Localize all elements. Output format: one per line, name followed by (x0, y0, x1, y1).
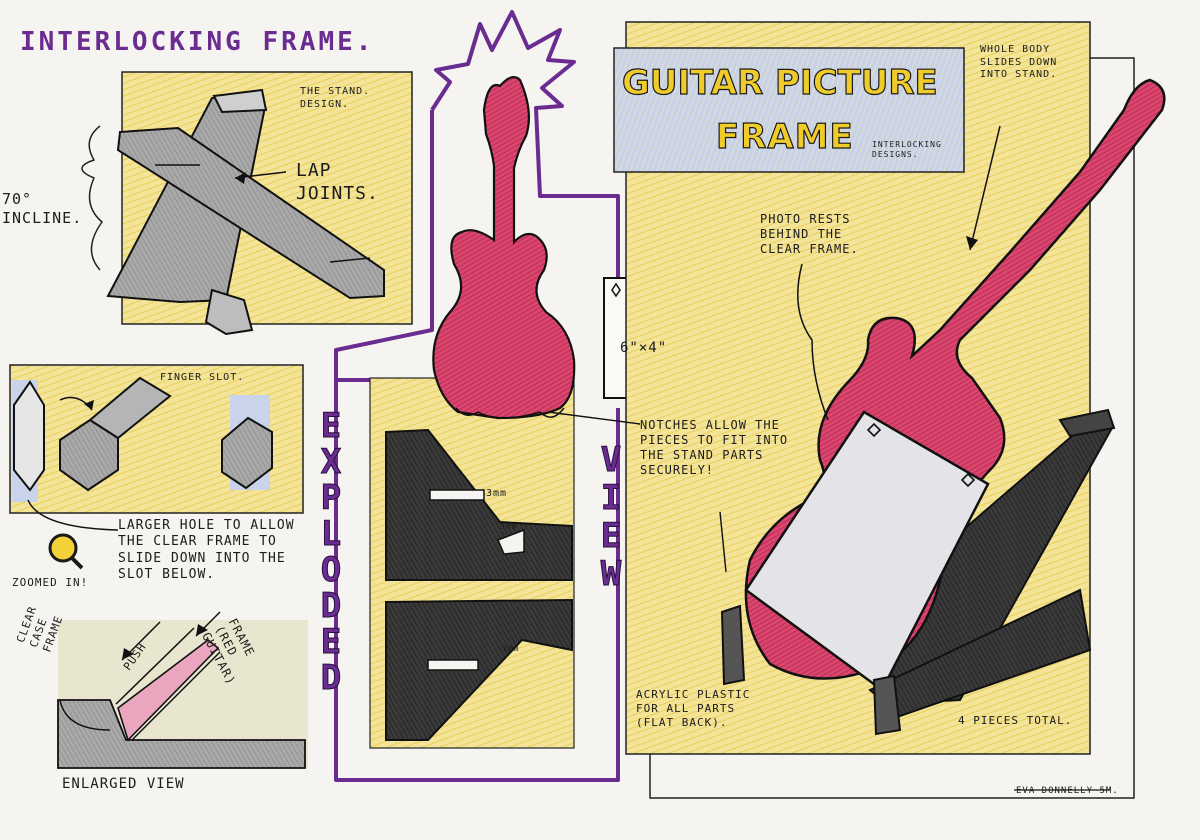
title-card-line1: GUITAR PICTURE (621, 62, 938, 103)
enlarged-view-panel (57, 611, 308, 769)
view-word: VIEW (591, 440, 632, 593)
dim-3mm-notch: 3mm (500, 522, 518, 531)
finger-slot-label: FINGER SLOT. (160, 372, 245, 383)
exploded-border (334, 10, 620, 782)
notches-note: NOTCHES ALLOW THE PIECES TO FIT INTO THE… (640, 418, 789, 477)
title-card-subtitle: INTERLOCKING DESIGNS. (872, 140, 942, 159)
acrylic-note: ACRYLIC PLASTIC FOR ALL PARTS (FLAT BACK… (636, 688, 751, 729)
stand-design-panel (81, 71, 413, 336)
author-signature: EVA DONNELLY 5M. (1016, 786, 1119, 796)
guitar-cutout (432, 76, 576, 420)
photo-rests-note: PHOTO RESTS BEHIND THE CLEAR FRAME. (760, 212, 859, 256)
incline-label: 70° INCLINE. (2, 190, 83, 227)
zoomed-in-label: ZOOMED IN! (12, 576, 89, 589)
larger-hole-note: LARGER HOLE TO ALLOW THE CLEAR FRAME TO … (118, 518, 295, 582)
dim-3mm-bottom: 3mm (502, 644, 520, 653)
sheet-title: INTERLOCKING FRAME. (20, 27, 375, 57)
exploded-parts (369, 377, 575, 749)
photo-size-label: 6"×4" (620, 340, 668, 356)
rendered-assembly (720, 78, 1166, 736)
pieces-total-note: 4 PIECES TOTAL. (958, 714, 1073, 727)
finger-slot-panel (9, 364, 304, 531)
enlarged-view-label: ENLARGED VIEW (62, 776, 185, 792)
stand-design-heading: THE STAND. DESIGN. (300, 86, 371, 110)
magnifier-icon (48, 533, 84, 570)
whole-body-note: WHOLE BODY SLIDES DOWN INTO STAND. (980, 44, 1058, 80)
exploded-word: EXPLODED (311, 406, 352, 695)
lap-joints-label: LAP JOINTS. (296, 160, 379, 204)
title-card-line2: FRAME (715, 116, 854, 157)
dim-3mm-top: 3mm (486, 488, 508, 499)
